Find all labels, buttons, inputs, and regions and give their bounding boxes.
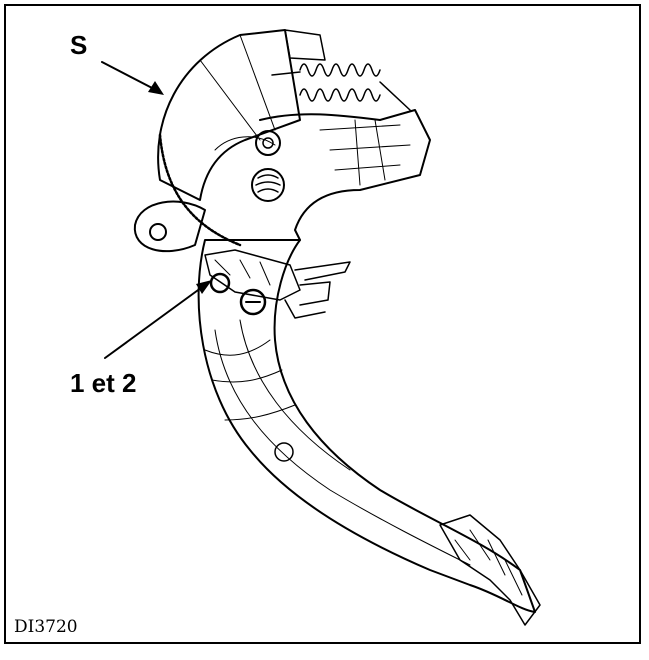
pedal-pad bbox=[439, 514, 541, 626]
mounting-lug bbox=[133, 200, 206, 253]
return-spring bbox=[271, 63, 411, 111]
pivot-bolt bbox=[255, 130, 281, 156]
callout-s: S bbox=[70, 30, 88, 60]
switch-bracket bbox=[284, 261, 351, 319]
callout-screws: 1 et 2 bbox=[70, 368, 137, 398]
reference-code: DI3720 bbox=[14, 617, 78, 637]
leader-arrow-s bbox=[101, 61, 164, 95]
pedal-arm bbox=[197, 239, 536, 613]
pedal-bracket bbox=[284, 29, 326, 61]
adjusting-screws bbox=[204, 249, 301, 316]
leader-arrow-screws bbox=[104, 280, 212, 359]
figure-frame bbox=[4, 4, 641, 644]
